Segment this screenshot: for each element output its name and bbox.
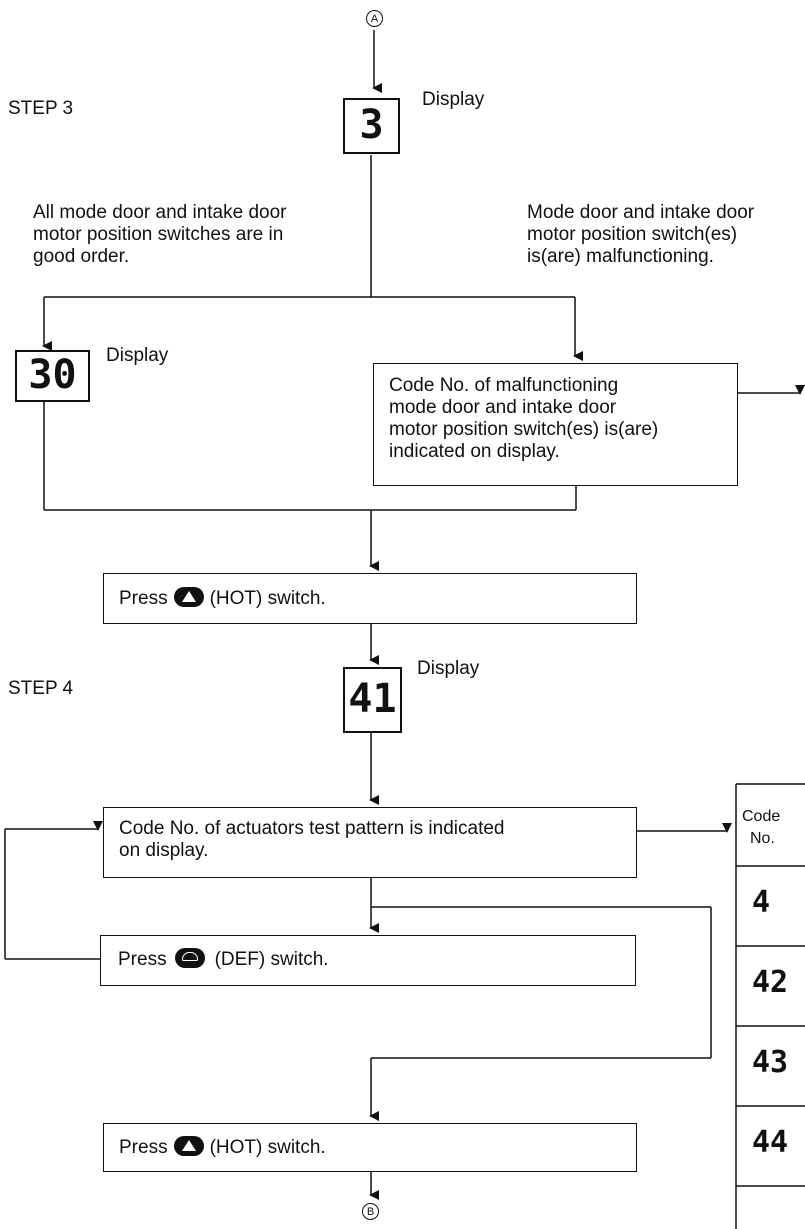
code-table-header: Code No. xyxy=(742,806,780,850)
malfunction-line: mode door and intake door xyxy=(389,397,617,418)
branch-malfunction-text: Mode door and intake door motor position… xyxy=(527,202,754,268)
press-label: Press xyxy=(119,588,168,609)
press-label: Press xyxy=(119,1137,168,1158)
actuators-text: Code No. of actuators test pattern is in… xyxy=(119,818,505,862)
display-label: Display xyxy=(106,345,169,366)
display-3: 3 xyxy=(343,98,400,154)
branch-good-line: good order. xyxy=(33,246,130,267)
code-row-value: 42 xyxy=(752,965,789,1000)
branch-malfunction-line: is(are) malfunctioning. xyxy=(527,246,714,267)
code-header-line: Code xyxy=(742,808,781,825)
code-header-line: No. xyxy=(750,830,775,847)
press-hot-box-2: Press (HOT) switch. xyxy=(103,1123,637,1172)
malfunction-line: motor position switch(es) is(are) xyxy=(389,419,659,440)
hot-switch-label: (HOT) switch. xyxy=(209,1137,326,1158)
press-hot-text: Press (HOT) switch. xyxy=(119,1136,326,1159)
step-4-label: STEP 4 xyxy=(8,678,74,699)
hot-up-triangle-icon xyxy=(173,587,204,607)
connector-a: A xyxy=(366,10,383,27)
press-label: Press xyxy=(118,949,167,970)
press-hot-text: Press (HOT) switch. xyxy=(119,587,326,610)
def-switch-label: (DEF) switch. xyxy=(214,949,329,970)
display-30: 30 xyxy=(15,350,90,402)
code-row-value: 4 xyxy=(752,885,771,920)
code-row-value: 43 xyxy=(752,1045,789,1080)
branch-good-text: All mode door and intake door motor posi… xyxy=(33,202,287,268)
malfunction-line: Code No. of malfunctioning xyxy=(389,375,619,396)
branch-good-line: All mode door and intake door xyxy=(33,202,287,223)
hot-switch-label: (HOT) switch. xyxy=(209,588,326,609)
connector-b: B xyxy=(362,1203,379,1220)
press-def-box: Press (DEF) switch. xyxy=(100,935,636,986)
actuators-line: Code No. of actuators test pattern is in… xyxy=(119,818,505,839)
display-41: 41 xyxy=(343,667,402,733)
branch-good-line: motor position switches are in xyxy=(33,224,284,245)
malfunction-text: Code No. of malfunctioning mode door and… xyxy=(389,375,658,463)
step-3-label: STEP 3 xyxy=(8,98,74,119)
press-def-text: Press (DEF) switch. xyxy=(118,948,329,971)
display-label: Display xyxy=(417,658,480,679)
actuators-line: on display. xyxy=(119,840,209,861)
press-hot-box-1: Press (HOT) switch. xyxy=(103,573,637,624)
actuators-code-box: Code No. of actuators test pattern is in… xyxy=(103,807,637,878)
branch-malfunction-line: Mode door and intake door xyxy=(527,202,755,223)
branch-malfunction-line: motor position switch(es) xyxy=(527,224,738,245)
code-row-value: 44 xyxy=(752,1125,789,1160)
malfunction-line: indicated on display. xyxy=(389,441,560,462)
def-defroster-icon xyxy=(174,948,205,968)
hot-up-triangle-icon xyxy=(173,1136,204,1156)
display-label: Display xyxy=(422,89,485,110)
malfunction-code-box: Code No. of malfunctioning mode door and… xyxy=(373,363,738,486)
